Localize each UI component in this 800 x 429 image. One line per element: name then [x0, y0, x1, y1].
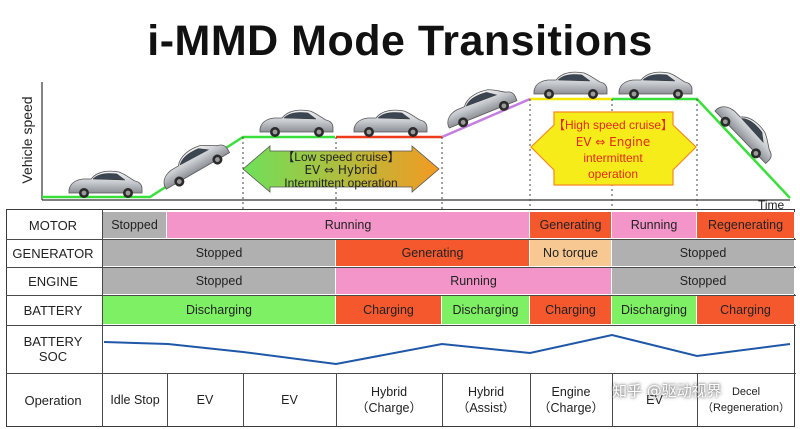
battery-segment: Discharging: [103, 296, 336, 324]
grid-line: [6, 295, 796, 296]
engine-segment: Stopped: [612, 268, 795, 294]
operation-cell: Engine （Charge）: [538, 385, 604, 415]
row-label-battery: BATTERY: [23, 302, 83, 318]
battery-segment: Charging: [336, 296, 442, 324]
generator-segment: Stopped: [103, 240, 336, 266]
operation-cell: EV: [196, 393, 214, 407]
grid-line: [6, 267, 796, 268]
grid-line: [612, 374, 613, 426]
motor-segment: Running: [612, 212, 697, 238]
row-label-motor: MOTOR: [28, 217, 78, 233]
motor-segment: Generating: [530, 212, 612, 238]
high-speed-callout-line4: operation: [588, 167, 638, 181]
grid-line: [102, 209, 103, 427]
page-title: i-MMD Mode Transitions: [147, 17, 653, 65]
low-speed-callout-line1: 【Low speed cruise】: [282, 150, 399, 164]
low-speed-callout-arrow: [242, 145, 440, 193]
grid-line: [6, 373, 796, 374]
x-axis-label: Time: [758, 198, 785, 212]
row-label-generator: GENERATOR: [12, 245, 94, 261]
soc-polyline: [103, 333, 791, 366]
engine-segment: Stopped: [103, 268, 336, 294]
grid-line: [697, 374, 698, 426]
vehicle-speed-diagram: Vehicle speed Time 【Low speed cruise】 EV…: [19, 71, 791, 212]
operation-cell: Hybrid （Assist）: [456, 385, 516, 415]
speed-line-hybrid-assist: [441, 97, 531, 139]
grid-line: [530, 374, 531, 426]
operation-cell: Hybrid （Charge）: [356, 385, 422, 415]
grid-line: [167, 374, 168, 426]
row-label-engine: ENGINE: [28, 273, 78, 289]
generator-segment: Stopped: [612, 240, 795, 266]
engine-segment: Running: [336, 268, 612, 294]
row-label-operation: Operation: [24, 392, 82, 408]
battery-segment: Charging: [530, 296, 612, 324]
operation-cell: EV: [646, 393, 663, 407]
high-speed-callout-arrow: [530, 111, 697, 186]
high-speed-callout-line3: intermittent: [583, 151, 643, 165]
motor-segment: Regenerating: [697, 212, 795, 238]
grid-line: [6, 325, 796, 326]
battery-segment: Charging: [697, 296, 795, 324]
operation-cell: EV: [281, 393, 298, 407]
motor-segment: Stopped: [103, 212, 167, 238]
grid-line: [336, 374, 337, 426]
low-speed-callout-line3: Intermittent operation: [284, 176, 397, 190]
low-speed-callout-line2: EV ⇔ Hybrid: [304, 163, 377, 177]
watermark: 知乎 @驱动视界: [612, 382, 722, 400]
high-speed-callout-line2: EV ⇔ Engine: [576, 135, 651, 149]
generator-segment: No torque: [530, 240, 612, 266]
row-label-battery-soc: BATTERY SOC: [23, 334, 83, 364]
grid-line: [243, 374, 244, 426]
operation-cell: Decel （Regeneration）: [701, 386, 791, 414]
battery-segment: Discharging: [612, 296, 697, 324]
operation-cell: Idle Stop: [110, 393, 160, 407]
grid-line: [6, 239, 796, 240]
y-axis-label: Vehicle speed: [19, 96, 35, 183]
grid-line: [442, 374, 443, 426]
battery-segment: Discharging: [442, 296, 530, 324]
generator-segment: Generating: [336, 240, 530, 266]
motor-segment: Running: [167, 212, 530, 238]
high-speed-callout-line1: 【High speed cruise】: [553, 118, 673, 132]
